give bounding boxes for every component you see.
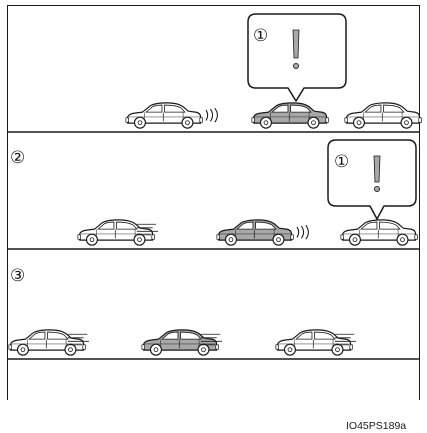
sensor-waves-icon: [206, 108, 217, 122]
car-ahead: [345, 103, 422, 128]
alert-callout-2: ①: [328, 140, 416, 219]
step-label-3: ③: [10, 266, 25, 285]
step-label-2: ②: [10, 148, 25, 167]
alert-callout-1: ①: [248, 14, 346, 101]
car-moving: [9, 330, 89, 355]
car-alerted: [252, 103, 329, 128]
car-moving: [78, 220, 158, 245]
car-moving: [142, 330, 222, 355]
car-alerted: [341, 220, 418, 245]
figure-code: IO45PS189a: [346, 420, 406, 432]
alert-marker-2: ①: [334, 152, 349, 171]
alert-marker-1: ①: [253, 26, 268, 45]
car-sensing: [126, 103, 218, 128]
car-moving: [276, 330, 356, 355]
sensor-waves-icon: [297, 225, 308, 239]
car-sensing: [217, 220, 309, 245]
